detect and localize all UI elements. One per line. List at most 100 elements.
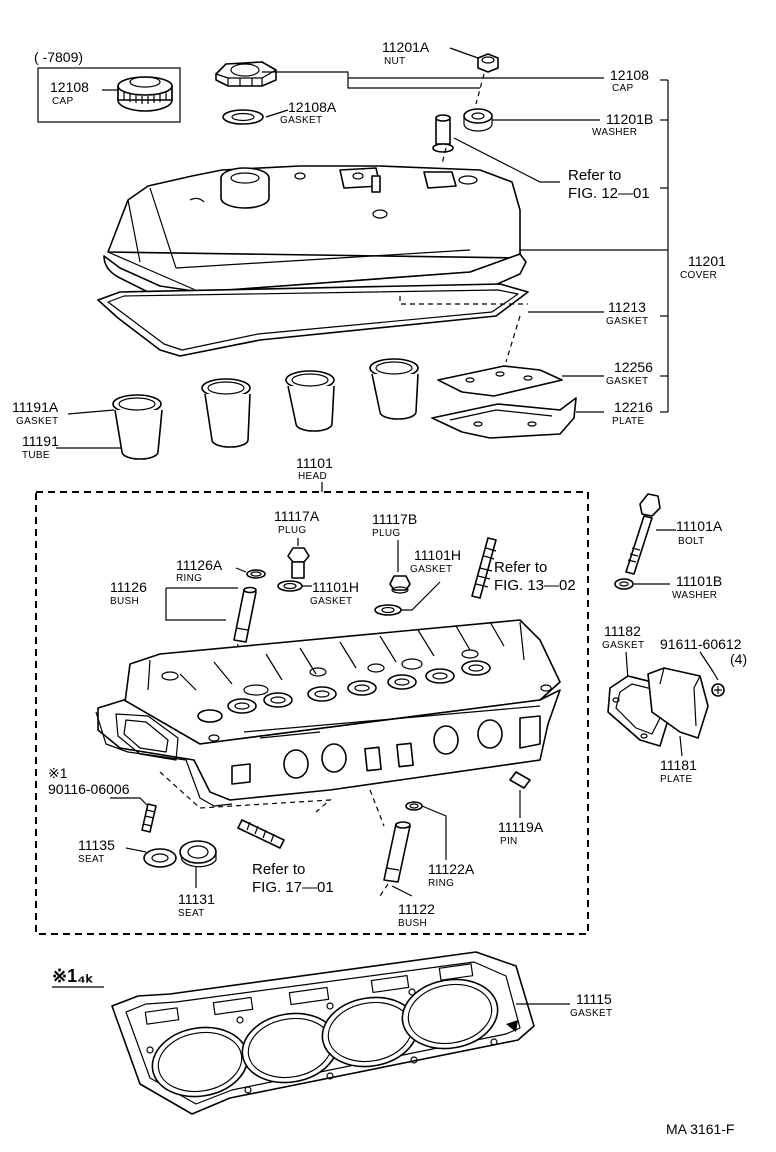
cap-gasket-number: 12108A — [288, 99, 337, 115]
valve-guide-bush-b — [383, 821, 411, 883]
seat-b-name: SEAT — [178, 908, 205, 919]
old-cap-part — [117, 76, 173, 112]
plug-gasket-a — [277, 580, 303, 592]
nut-name: NUT — [384, 56, 405, 67]
bolt-number: 11101A — [676, 518, 723, 534]
old-cap-inset: ( -7809) 12108 CAP — [34, 49, 181, 123]
plug-gasket-b-number: 11101H — [414, 547, 461, 563]
tube-3 — [285, 370, 335, 432]
stud-note: ※1 — [48, 765, 68, 781]
exhaust-stud — [237, 819, 285, 849]
plug-a — [287, 547, 310, 579]
head-bolt — [625, 493, 661, 575]
bush-b-number: 11122 — [398, 901, 435, 917]
fig12-label: FIG. 12—01 — [568, 185, 650, 202]
plug-b-name: PLUG — [372, 528, 400, 539]
plug-gasket-b-name: GASKET — [410, 564, 452, 575]
nut-number: 11201A — [382, 39, 430, 55]
stud-number: 90116-06006 — [48, 781, 130, 797]
plate-number: 12216 — [614, 399, 653, 415]
ring-a-number: 11126A — [176, 557, 223, 573]
dowel-pin — [509, 771, 531, 789]
fig17-refer: Refer to — [252, 861, 305, 878]
cap-name: CAP — [612, 83, 633, 94]
fig12-refer: Refer to — [568, 167, 621, 184]
bolt-washer-number: 11101B — [676, 573, 722, 589]
valve-seat-a — [143, 848, 177, 868]
head-group-box — [35, 491, 589, 935]
cover-nut — [477, 53, 499, 73]
fig13-label: FIG. 13—02 — [494, 577, 576, 594]
head-name: HEAD — [298, 471, 327, 482]
valve-guide-bush — [233, 586, 257, 643]
plate-gasket-name: GASKET — [606, 376, 648, 387]
bush-name: BUSH — [110, 596, 139, 607]
side-gasket-number: 11182 — [604, 623, 641, 639]
cover-name: COVER — [680, 270, 717, 281]
old-cap-name: CAP — [52, 96, 73, 107]
cover-gasket — [97, 283, 529, 357]
cover-number: 11201 — [688, 253, 726, 269]
head-gasket-number: 11115 — [576, 991, 612, 1007]
oil-filler-cap — [215, 61, 277, 87]
ring-b — [405, 801, 423, 811]
plug-gasket-a-number: 11101H — [312, 579, 359, 595]
tube-gasket-name: GASKET — [16, 416, 58, 427]
side-bolt-number: 91611-60612 — [660, 636, 742, 652]
head-stud — [471, 537, 497, 599]
bush-number: 11126 — [110, 579, 147, 595]
head-number: 11101 — [296, 455, 333, 471]
ring-b-name: RING — [428, 878, 454, 889]
cover-washer — [463, 108, 493, 132]
plug-a-number: 11117A — [274, 508, 320, 524]
cover-gasket-name: GASKET — [606, 316, 648, 327]
seat-a-number: 11135 — [78, 837, 115, 853]
cylinder-head — [95, 619, 561, 807]
tube-gasket-number: 11191A — [12, 399, 59, 415]
pin-number: 11119A — [498, 819, 544, 835]
bush-b-name: BUSH — [398, 918, 427, 929]
plate-gasket-number: 12256 — [614, 359, 653, 375]
plate-name: PLATE — [612, 416, 644, 427]
fig17-label: FIG. 17—01 — [252, 879, 334, 896]
figure-code: MA 3161-F — [666, 1121, 734, 1137]
head-gasket — [111, 951, 535, 1115]
plug-gasket-b — [374, 604, 402, 616]
bolt-washer — [614, 578, 634, 590]
fig13-refer: Refer to — [494, 559, 547, 576]
valve-seat-b — [179, 840, 217, 868]
pin-name: PIN — [500, 836, 518, 847]
ring-b-number: 11122A — [428, 861, 475, 877]
old-cap-number: 12108 — [50, 79, 89, 95]
side-gasket-name: GASKET — [602, 640, 644, 651]
plug-b — [389, 575, 411, 594]
breather-plate — [431, 397, 577, 439]
tube-4 — [369, 358, 419, 420]
tube-number: 11191 — [22, 433, 59, 449]
plug-a-name: PLUG — [278, 525, 306, 536]
side-plate-number: 11181 — [660, 757, 697, 773]
bolt-washer-name: WASHER — [672, 590, 717, 601]
stud — [141, 803, 157, 833]
washer-number: 11201B — [606, 111, 653, 127]
cap-gasket-name: GASKET — [280, 115, 322, 126]
spark-plug-tubes — [112, 358, 419, 460]
washer-name: WASHER — [592, 127, 637, 138]
cover-stud — [432, 114, 454, 153]
bolt-name: BOLT — [678, 536, 705, 547]
plug-gasket-a-name: GASKET — [310, 596, 352, 607]
valve-springs — [161, 649, 491, 723]
old-cap-range: ( -7809) — [34, 49, 83, 65]
tube-name: TUBE — [22, 450, 50, 461]
tube-2 — [201, 378, 251, 448]
seat-a-name: SEAT — [78, 854, 105, 865]
plate-gasket — [437, 365, 563, 397]
seat-b-number: 11131 — [178, 891, 215, 907]
cap-gasket — [222, 109, 264, 125]
side-plate-bolt — [711, 683, 725, 697]
head-gasket-name: GASKET — [570, 1008, 612, 1019]
plug-b-number: 11117B — [372, 511, 417, 527]
tube-1 — [112, 394, 163, 460]
ring-a-name: RING — [176, 573, 202, 584]
